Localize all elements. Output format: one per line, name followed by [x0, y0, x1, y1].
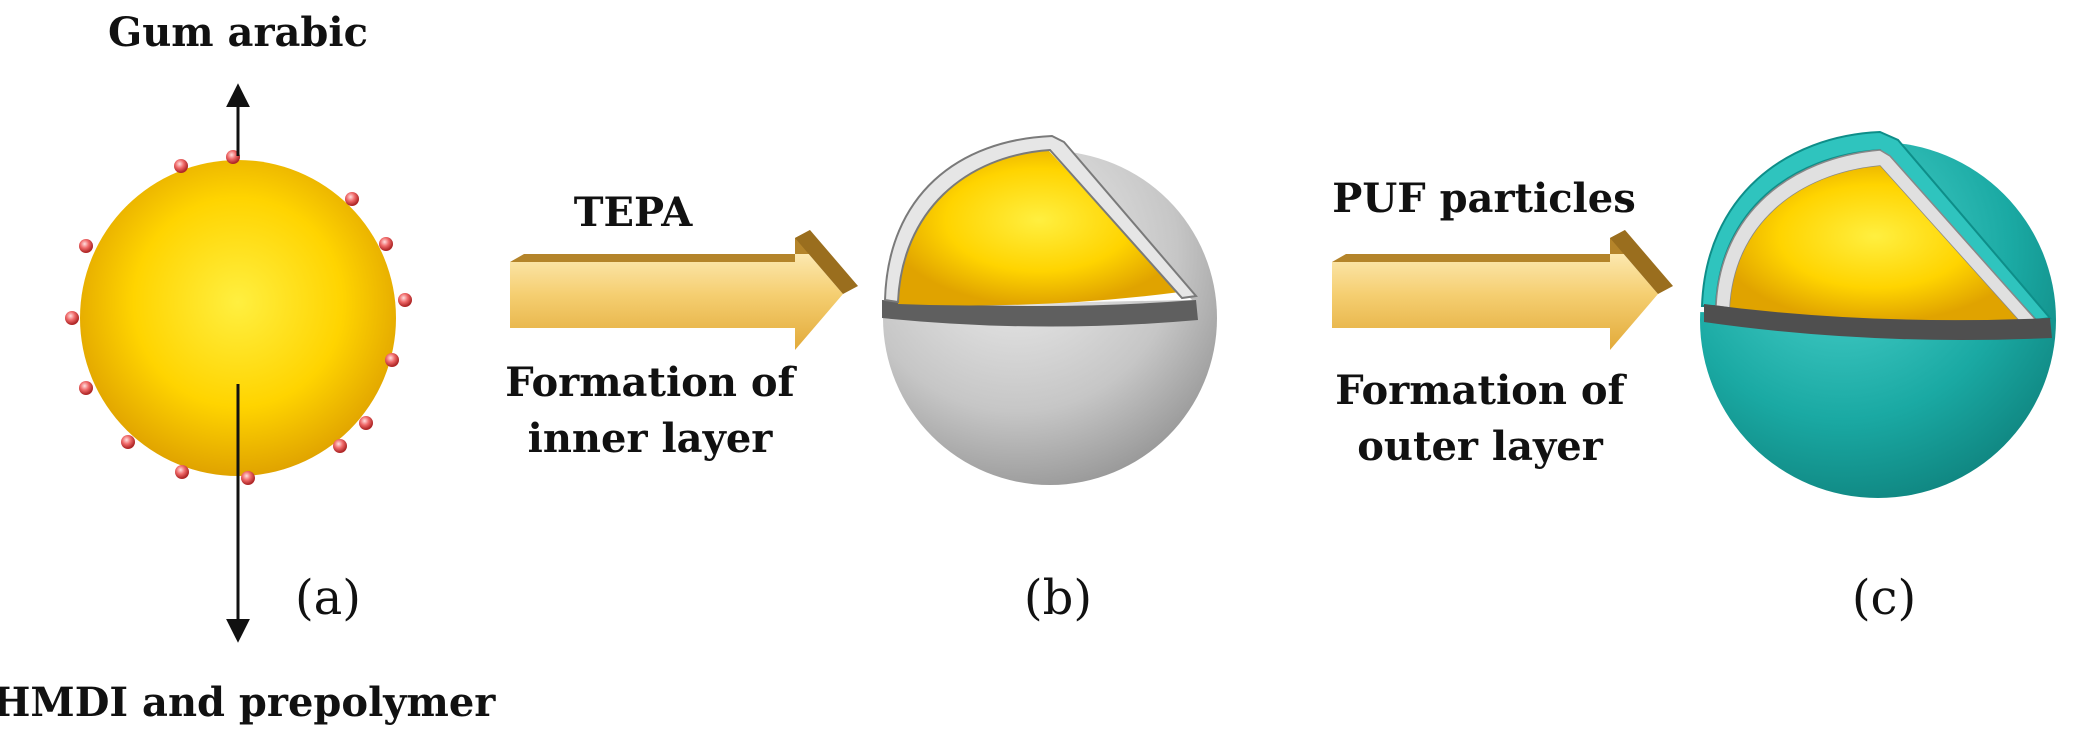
surfactant-dots: [65, 150, 412, 485]
inner-layer-label-2: inner layer: [528, 415, 774, 462]
surfactant-dot: [385, 353, 399, 367]
shell-edge: [883, 134, 1198, 304]
surfactant-dot: [121, 435, 135, 449]
puf-particles-label: PUF particles: [1332, 175, 1635, 222]
cut-rim-c: [1704, 304, 2052, 340]
surfactant-dot: [345, 192, 359, 206]
surfactant-dot: [65, 311, 79, 325]
tepa-label: TEPA: [574, 189, 693, 236]
surfactant-dot: [359, 416, 373, 430]
panel-c-label: (c): [1852, 570, 1916, 626]
panel-c-capsule: [1698, 128, 2056, 498]
panel-a-particle: [65, 83, 412, 643]
process-arrow-2: [1332, 230, 1673, 350]
gum-arabic-label: Gum arabic: [108, 9, 368, 56]
surfactant-dot: [175, 465, 189, 479]
surfactant-dot: [79, 381, 93, 395]
core-sphere: [80, 160, 396, 476]
surfactant-dot: [241, 471, 255, 485]
surfactant-dot: [398, 293, 412, 307]
surfactant-dot: [333, 439, 347, 453]
core-quarter-c: [1730, 166, 2020, 323]
core-quarter: [898, 150, 1180, 306]
hmdi-prepolymer-label: HMDI and prepolymer: [0, 679, 496, 726]
outer-layer-label-2: outer layer: [1357, 423, 1603, 470]
panel-b-capsule: [879, 131, 1217, 485]
panel-a-label: (a): [295, 570, 361, 626]
inner-layer-label-1: Formation of: [505, 359, 797, 406]
surfactant-dot: [174, 159, 188, 173]
process-arrow-1: [510, 230, 858, 350]
surfactant-dot: [379, 237, 393, 251]
cut-rim: [882, 300, 1198, 327]
outer-layer-label-1: Formation of: [1335, 367, 1627, 414]
surfactant-dot: [79, 239, 93, 253]
panel-b-label: (b): [1024, 570, 1092, 626]
